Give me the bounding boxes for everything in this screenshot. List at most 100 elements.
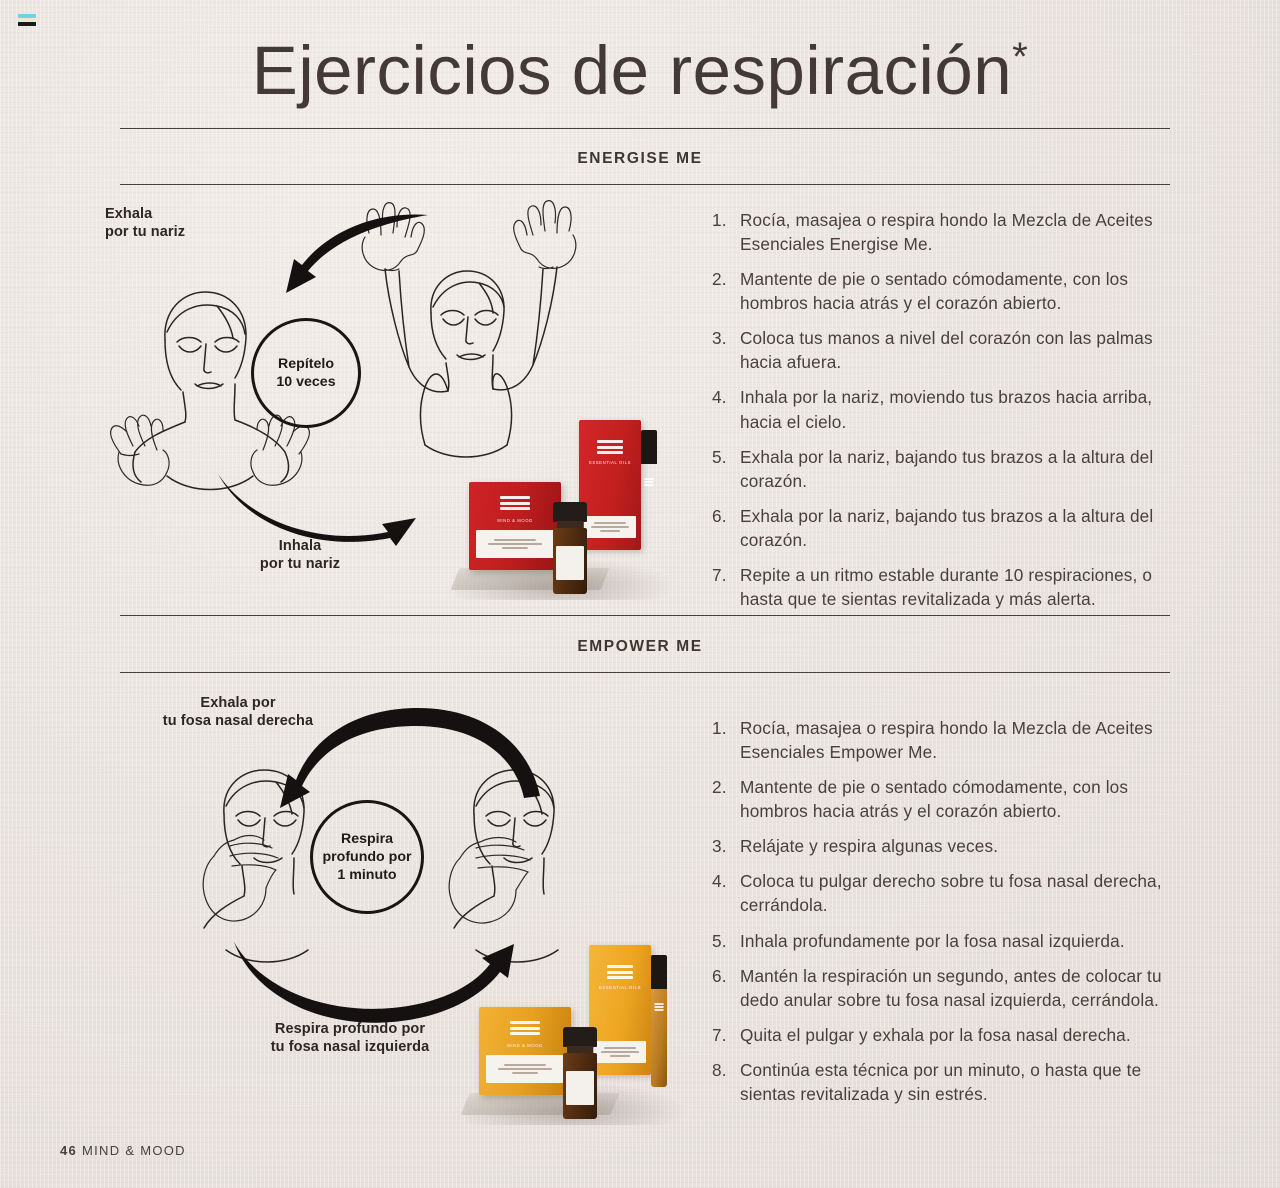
label-inhala-energise: Inhala por tu nariz	[225, 537, 375, 574]
step-item: 7. Quita el pulgar y exhala por la fosa n…	[712, 1023, 1192, 1047]
product-photo-empower: ESSENTIAL OILS MIND & MOOD	[460, 935, 695, 1125]
roller-logo	[644, 478, 654, 487]
product-roller-bottle	[651, 955, 667, 1087]
product-dropper-bottle	[563, 1027, 597, 1119]
product-box-cube: MIND & MOOD	[479, 1007, 571, 1095]
arrow-exhala-empower	[280, 708, 540, 808]
step-item: 2. Mantente de pie o sentado cómodamente,…	[712, 267, 1192, 315]
product-logo	[510, 1021, 540, 1038]
step-text: Mantente de pie o sentado cómodamente, c…	[740, 777, 1129, 822]
divider-title	[120, 128, 1170, 129]
diagram-empower: Exhala por tu fosa nasal derecha Respira…	[150, 690, 710, 1070]
divider-empower-top	[120, 615, 1170, 616]
step-number: 4.	[712, 387, 727, 408]
step-number: 6.	[712, 505, 727, 526]
step-number: 5.	[712, 930, 727, 951]
product-label	[583, 516, 637, 538]
step-item: 5. Inhala profundamente por la fosa nasal…	[712, 929, 1192, 953]
divider-empower	[120, 672, 1170, 673]
bottle-label	[556, 546, 584, 580]
woman-hands-at-heart-illustration	[110, 291, 310, 491]
step-item: 4.Inhala por la nariz, moviendo tus braz…	[712, 385, 1192, 433]
arrow-inhala-energise	[218, 474, 416, 546]
bottle-neck	[567, 1046, 593, 1054]
step-text: Mantén la respiración un segundo, antes …	[740, 965, 1162, 1010]
product-label	[593, 1041, 647, 1063]
page-title-text: Ejercicios de respiración	[251, 32, 1013, 109]
step-item: 7. Repite a un ritmo estable durante 10 r…	[712, 563, 1192, 611]
product-brand: ESSENTIAL OILS	[599, 985, 641, 990]
section-heading-empower: EMPOWER ME	[577, 638, 703, 655]
roller-cap	[651, 955, 667, 989]
step-item: 5. Exhala por la nariz, bajando tus brazo…	[712, 445, 1192, 493]
circle-note-energise: Repítelo 10 veces	[251, 318, 361, 428]
label-exhala-empower: Exhala por tu fosa nasal derecha	[148, 694, 328, 731]
step-item: 2.Mantente de pie o sentado cómodamente,…	[712, 775, 1192, 823]
step-number: 7.	[712, 564, 727, 585]
product-box-cube: MIND & MOOD	[469, 482, 561, 570]
steps-list-empower: 1. Rocía, masajea o respira hondo la Mezc…	[712, 716, 1192, 1117]
diagram-energise: Exhala por tu nariz Inhala por tu nariz …	[95, 195, 695, 595]
roller-logo	[654, 1003, 664, 1012]
woman-arms-raised-illustration	[361, 200, 577, 458]
title-asterisk: *	[1012, 35, 1029, 79]
step-text: Relájate y respira algunas veces.	[740, 836, 999, 857]
step-number: 7.	[712, 1024, 727, 1045]
footer-section-name: MIND & MOOD	[81, 1143, 186, 1158]
page-footer: 46 MIND & MOOD	[60, 1143, 186, 1158]
step-number: 3.	[712, 836, 727, 857]
step-number: 1.	[712, 718, 727, 738]
step-number: 6.	[712, 965, 727, 986]
step-number: 1.	[712, 210, 727, 230]
product-roller-bottle	[641, 430, 657, 562]
step-number: 4.	[712, 871, 727, 892]
step-number: 2.	[712, 269, 727, 290]
circle-note-energise-line2: 10 veces	[276, 374, 336, 390]
product-logo	[500, 496, 530, 513]
bottle-label	[566, 1071, 594, 1105]
divider-energise	[120, 184, 1170, 185]
product-label	[486, 1055, 564, 1083]
product-brand: MIND & MOOD	[497, 518, 533, 523]
label-exhala-energise-line1: Exhala	[105, 206, 153, 222]
step-text: Exhala por la nariz, bajando tus brazos …	[740, 446, 1154, 491]
step-item: 8.Continúa esta técnica por un minuto, o…	[712, 1058, 1192, 1106]
product-photo-energise: ESSENTIAL OILS MIND & MOOD	[450, 410, 685, 600]
product-box-tall: ESSENTIAL OILS	[579, 420, 641, 550]
arrow-respira-empower	[234, 942, 514, 1023]
step-text: Rocía, masajea o respira hondo la Mezcla…	[740, 718, 1153, 763]
product-label	[476, 530, 554, 558]
step-number: 3.	[712, 328, 727, 349]
step-text: Mantente de pie o sentado cómodamente, c…	[740, 269, 1129, 314]
step-item: 6. Mantén la respiración un segundo, ante…	[712, 964, 1192, 1012]
label-exhala-empower-line1: Exhala por	[200, 695, 276, 711]
step-number: 5.	[712, 446, 727, 467]
steps-list-energise: 1.Rocía, masajea o respira hondo la Mezc…	[712, 208, 1192, 622]
broken-image-icon	[17, 11, 37, 31]
product-box-tall: ESSENTIAL OILS	[589, 945, 651, 1075]
label-respira-empower-line1: Respira profundo por	[274, 1021, 426, 1037]
product-logo	[597, 440, 623, 457]
step-item: 3. Relájate y respira algunas veces.	[712, 834, 1192, 858]
step-item: 6.Exhala por la nariz, bajando tus brazo…	[712, 504, 1192, 552]
product-brand: ESSENTIAL OILS	[589, 460, 631, 465]
circle-note-empower-line3: 1 minuto	[337, 867, 397, 884]
step-number: 8.	[712, 1059, 727, 1080]
product-brand: MIND & MOOD	[507, 1043, 543, 1048]
step-text: Repite a un ritmo estable durante 10 res…	[740, 564, 1153, 610]
step-text: Inhala profundamente por la fosa nasal i…	[740, 930, 1125, 951]
footer-page-number: 46	[60, 1143, 78, 1158]
label-exhala-energise-line2: por tu nariz	[105, 224, 186, 241]
product-logo	[607, 965, 633, 982]
bottle-cap	[563, 1027, 597, 1047]
step-text: Quita el pulgar y exhala por la fosa nas…	[740, 1024, 1131, 1045]
section-heading-energise: ENERGISE ME	[577, 150, 703, 167]
step-item: 3.Coloca tus manos a nivel del corazón c…	[712, 326, 1192, 374]
step-text: Coloca tu pulgar derecho sobre tu fosa n…	[740, 871, 1162, 916]
step-item: 1.Rocía, masajea o respira hondo la Mezc…	[712, 208, 1192, 256]
circle-note-energise-line1: Repítelo	[278, 355, 334, 372]
label-inhala-energise-line1: Inhala	[278, 538, 322, 554]
label-exhala-empower-line2: tu fosa nasal derecha	[162, 713, 314, 730]
label-respira-empower-line2: tu fosa nasal izquierda	[270, 1039, 430, 1056]
